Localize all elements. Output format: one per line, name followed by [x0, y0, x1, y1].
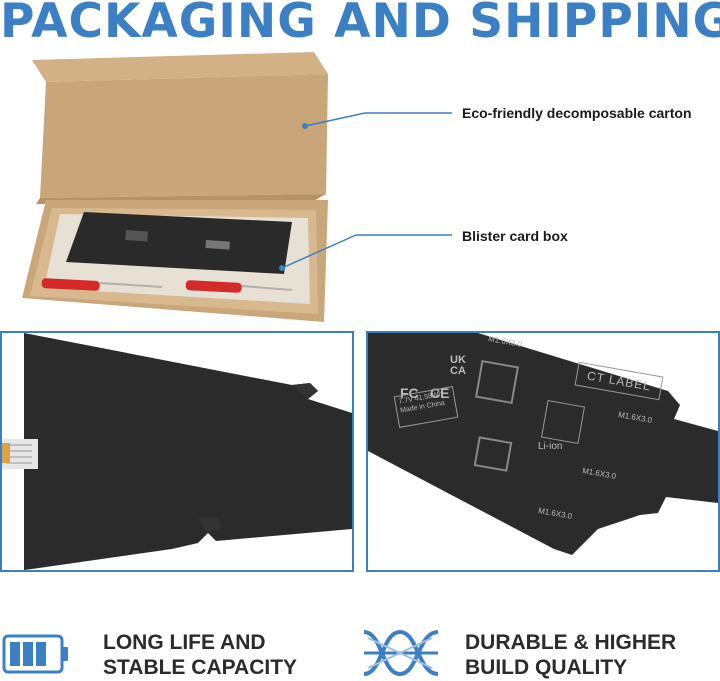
feature-durable-line2: BUILD QUALITY — [465, 656, 628, 679]
li-ion-text: Li-ion — [538, 441, 563, 452]
feature-durable-line1: DURABLE & HIGHER — [465, 631, 677, 654]
weee-bin-icon — [474, 359, 520, 405]
battery-connector-panel — [0, 331, 354, 572]
battery-icon — [2, 632, 70, 676]
recycle-icon — [473, 436, 513, 472]
ukca-mark: UK CA — [450, 354, 466, 377]
ce-fcc-marks: UK CA FC CE — [400, 354, 480, 402]
page-title: PACKAGING AND SHIPPING — [0, 0, 720, 49]
callout-lines — [279, 112, 452, 271]
battery-label-panel: UK CA FC CE 7.7V 41.58Wh Made in China C… — [366, 331, 720, 572]
wire-mesh-icon — [362, 628, 440, 678]
ce-mark: CE — [430, 385, 450, 401]
recycle-box — [540, 399, 586, 445]
fc-mark: FC — [400, 385, 419, 401]
feature-long-life-line1: LONG LIFE AND — [103, 631, 266, 654]
feature-durable: DURABLE & HIGHER BUILD QUALITY — [465, 630, 676, 680]
feature-long-life: LONG LIFE AND STABLE CAPACITY — [103, 630, 297, 680]
feature-long-life-line2: STABLE CAPACITY — [103, 656, 298, 679]
blister-callout: Blister card box — [462, 228, 568, 244]
packaging-photo — [16, 52, 336, 324]
carton-callout: Eco-friendly decomposable carton — [462, 105, 692, 121]
